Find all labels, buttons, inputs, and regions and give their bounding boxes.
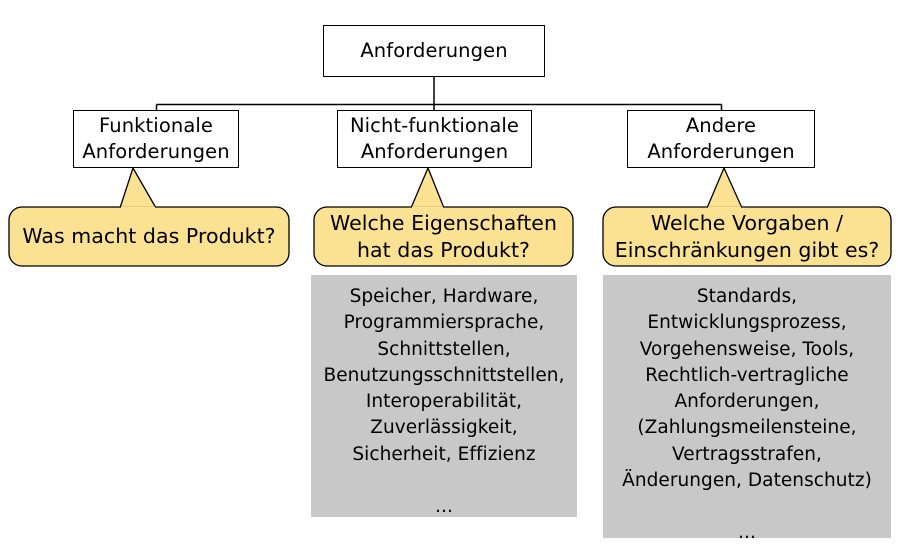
callout-funktionale[interactable]: Was macht das Produkt? <box>8 160 292 268</box>
callout-andere[interactable]: Welche Vorgaben / Einschränkungen gibt e… <box>602 160 894 268</box>
node-funktionale-anforderungen[interactable]: Funktionale Anforderungen <box>73 110 239 168</box>
node-anforderungen[interactable]: Anforderungen <box>323 25 545 77</box>
panel-andere-details: Standards, Entwicklungsprozess, Vorgehen… <box>603 275 891 543</box>
callout-nicht-funktionale-text: Welche Eigenschaften hat das Produkt? <box>329 210 558 262</box>
callout-bubble-shape <box>602 167 892 267</box>
callout-bubble-shape <box>8 167 290 267</box>
callout-funktionale-text: Was macht das Produkt? <box>22 224 276 249</box>
callout-bubble-shape <box>313 167 574 267</box>
callout-nicht-funktionale[interactable]: Welche Eigenschaften hat das Produkt? <box>313 160 576 268</box>
panel-nicht-funktionale-details: Speicher, Hardware, Programmiersprache, … <box>311 275 577 517</box>
node-andere-anforderungen[interactable]: Andere Anforderungen <box>627 110 815 168</box>
callout-andere-text: Welche Vorgaben / Einschränkungen gibt e… <box>614 210 880 262</box>
node-nicht-funktionale-anforderungen[interactable]: Nicht-funktionale Anforderungen <box>337 110 532 168</box>
